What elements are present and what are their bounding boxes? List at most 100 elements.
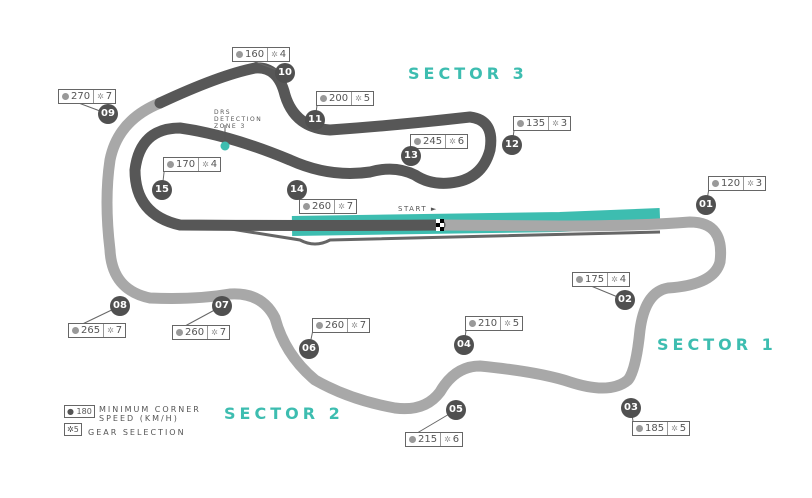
speed-icon — [176, 329, 183, 336]
speed-icon — [62, 93, 69, 100]
track-sector-3 — [129, 62, 497, 231]
speed-value: 120 — [721, 178, 741, 189]
speed-value: 265 — [81, 325, 101, 336]
speed: 200 — [317, 92, 353, 105]
gear-value: 4 — [210, 159, 218, 170]
turn-12-marker: 12 — [502, 135, 522, 155]
sector-3-label: SECTOR 3 — [408, 64, 528, 83]
gear: ✲7 — [104, 324, 125, 337]
turn-06-info: 260✲7 — [312, 318, 371, 333]
turn-15-marker: 15 — [152, 180, 172, 200]
gear-icon: ✲ — [449, 137, 456, 146]
speed-icon — [316, 322, 323, 329]
speed-icon — [236, 51, 243, 58]
gear: ✲6 — [446, 135, 467, 148]
legend-gear-value: 5 — [73, 425, 79, 434]
start-text: START — [398, 205, 428, 213]
speed: 160 — [233, 48, 269, 61]
drs-detection-label: DRS DETECTION ZONE 3 — [214, 109, 262, 130]
sector-1-label: SECTOR 1 — [657, 335, 777, 354]
gear: ✲6 — [441, 433, 462, 446]
speed: 260 — [300, 200, 336, 213]
gear-icon: ✲ — [107, 326, 114, 335]
turn-06-marker: 06 — [299, 339, 319, 359]
turn-10-marker: 10 — [275, 63, 295, 83]
turn-09-marker: 09 — [98, 104, 118, 124]
turn-14-info: 260✲7 — [299, 199, 358, 214]
gear-icon: ✲ — [202, 160, 209, 169]
turn-09-info: 270✲7 — [58, 89, 117, 104]
speed: 215 — [406, 433, 442, 446]
turn-03-info: 185✲5 — [632, 421, 691, 436]
sector-2-label: SECTOR 2 — [224, 404, 344, 423]
gear-value: 7 — [219, 327, 227, 338]
start-label: START ► — [398, 205, 438, 213]
turn-05-marker: 05 — [446, 400, 466, 420]
gear: ✲4 — [199, 158, 220, 171]
drs-line-1: DRS — [214, 109, 232, 116]
turn-03-marker: 03 — [621, 398, 641, 418]
turn-12-info: 135✲3 — [513, 116, 572, 131]
turn-02-info: 175✲4 — [572, 272, 631, 287]
gear-value: 5 — [512, 318, 520, 329]
gear-value: 6 — [457, 136, 465, 147]
speed-icon — [576, 276, 583, 283]
pit-lane — [224, 226, 661, 246]
turn-01-info: 120 ✲3 — [708, 176, 767, 191]
turn-14-marker: 14 — [287, 180, 307, 200]
speed: 270 — [59, 90, 95, 103]
speed-icon — [712, 180, 719, 187]
speed-value: 170 — [176, 159, 196, 170]
speed-value: 260 — [185, 327, 205, 338]
turn-08-info: 265✲7 — [68, 323, 127, 338]
speed-icon — [303, 203, 310, 210]
gear-value: 5 — [679, 423, 687, 434]
speed-icon — [409, 436, 416, 443]
legend-speed-line-1: MINIMUM CORNER — [99, 405, 201, 414]
gear-value: 5 — [363, 93, 371, 104]
speed: 210 — [466, 317, 502, 330]
gear-value: 7 — [346, 201, 354, 212]
speed-value: 160 — [245, 49, 265, 60]
gear-icon: ✲ — [611, 275, 618, 284]
gear: ✲5 — [352, 92, 373, 105]
gear-icon: ✲ — [211, 328, 218, 337]
speed: 185 — [633, 422, 669, 435]
gear-value: 3 — [755, 178, 763, 189]
legend-speed-value: 180 — [76, 407, 92, 416]
gear-value: 4 — [279, 49, 287, 60]
speed-value: 135 — [526, 118, 546, 129]
gear-icon: ✲ — [747, 179, 754, 188]
gear-value: 7 — [115, 325, 123, 336]
gear: ✲5 — [668, 422, 689, 435]
gear: ✲4 — [268, 48, 289, 61]
turn-07-info: 260✲7 — [172, 325, 231, 340]
speed: 170 — [164, 158, 200, 171]
speed-icon — [517, 120, 524, 127]
gear: ✲7 — [208, 326, 229, 339]
turn-07-marker: 07 — [212, 296, 232, 316]
turn-04-marker: 04 — [454, 335, 474, 355]
turn-04-info: 210✲5 — [465, 316, 524, 331]
speed-icon — [414, 138, 421, 145]
speed-value: 215 — [418, 434, 438, 445]
speed: 120 — [709, 177, 745, 190]
speed-icon — [469, 320, 476, 327]
gear-icon: ✲ — [444, 435, 451, 444]
speed: 175 — [573, 273, 609, 286]
speed-value: 245 — [423, 136, 443, 147]
legend-speed-label: MINIMUM CORNER SPEED (KM/H) — [99, 405, 201, 423]
drs-line-3: ZONE 3 — [214, 123, 246, 130]
drs-detection-point — [220, 141, 230, 151]
turn-01-marker: 01 — [696, 195, 716, 215]
gear-icon: ✲ — [97, 92, 104, 101]
turn-13-marker: 13 — [401, 146, 421, 166]
speed-icon — [167, 161, 174, 168]
speed: 245 — [411, 135, 447, 148]
speed-value: 210 — [478, 318, 498, 329]
speed-value: 185 — [645, 423, 665, 434]
gear-value: 7 — [105, 91, 113, 102]
turn-11-info: 200✲5 — [316, 91, 375, 106]
speed: 135 — [514, 117, 550, 130]
